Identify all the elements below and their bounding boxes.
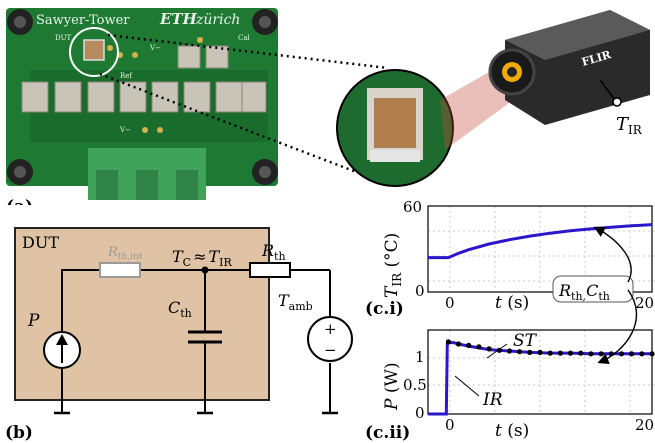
cii-st-points bbox=[445, 339, 655, 357]
panel-ci-label: (c.i) bbox=[365, 299, 404, 316]
ci-tick-x-0: 0 bbox=[445, 294, 455, 312]
tamb-minus: − bbox=[324, 341, 337, 359]
zoom-inset bbox=[336, 69, 454, 187]
panel-a-photo: Sawyer-Tower ETH zürich DUT V− Ref V− Ca… bbox=[6, 8, 650, 205]
cii-xlabel: t (s) bbox=[495, 421, 529, 441]
st-data-point bbox=[649, 351, 655, 357]
cth-label: Cth bbox=[168, 298, 192, 320]
p-label: P bbox=[27, 311, 40, 331]
panel-cii-chart: 1 0.5 0 0 20 t (s) P (W) ST IR (c.ii) bbox=[365, 329, 655, 443]
st-data-point bbox=[629, 351, 635, 357]
st-data-point bbox=[486, 346, 492, 352]
st-data-point bbox=[476, 344, 482, 350]
st-data-point bbox=[557, 350, 563, 356]
st-data-point bbox=[547, 350, 553, 356]
panel-cii-label: (c.ii) bbox=[365, 423, 410, 443]
cii-tick-x-20: 20 bbox=[635, 416, 654, 434]
tamb-label: Tamb bbox=[278, 291, 313, 313]
st-data-point bbox=[537, 349, 543, 355]
silk-dut: DUT bbox=[55, 34, 72, 42]
ci-tick-x-20: 20 bbox=[635, 294, 654, 312]
silk-ref: Ref bbox=[120, 72, 133, 80]
st-data-point bbox=[598, 351, 604, 357]
st-data-point bbox=[527, 349, 533, 355]
ir-label: IR bbox=[482, 390, 503, 410]
st-data-point bbox=[455, 341, 462, 347]
st-data-point bbox=[639, 351, 645, 357]
tc-tir-label: TC≈TIR bbox=[172, 247, 233, 269]
ci-ylabel: TIR (°C) bbox=[382, 233, 404, 298]
st-data-point bbox=[567, 350, 574, 356]
silk-cal: Cal bbox=[238, 34, 251, 42]
rth-int-resistor bbox=[99, 262, 141, 278]
rth-label: Rth bbox=[261, 241, 286, 263]
rth-int-label: Rth,int bbox=[107, 245, 143, 262]
st-data-point bbox=[618, 351, 625, 357]
st-data-point bbox=[517, 349, 523, 355]
st-label: ST bbox=[513, 331, 538, 351]
ci-xlabel: t (s) bbox=[495, 293, 529, 313]
cii-tick-y-0: 0 bbox=[415, 404, 425, 422]
cii-ylabel: P (W) bbox=[382, 362, 402, 411]
st-data-point bbox=[608, 351, 614, 357]
st-data-point bbox=[506, 348, 513, 354]
dut-box bbox=[14, 227, 270, 401]
ci-tick-y-0: 0 bbox=[415, 282, 425, 300]
panel-b-label: (b) bbox=[5, 423, 33, 443]
st-data-point bbox=[588, 351, 594, 357]
panel-b-circuit: DUT Rth,int Rth TC≈TIR Cth P + − Tamb (b… bbox=[5, 227, 353, 443]
cii-grid bbox=[428, 329, 655, 414]
cii-tick-y-05: 0.5 bbox=[403, 376, 427, 394]
board-title: Sawyer-Tower bbox=[36, 13, 130, 28]
mounting-post-icon bbox=[7, 9, 278, 185]
eth-logo-suffix: zürich bbox=[195, 12, 240, 28]
eth-logo: ETH bbox=[159, 10, 198, 28]
panel-a-label: (a) bbox=[6, 197, 33, 205]
st-data-point bbox=[466, 342, 472, 348]
st-data-point bbox=[578, 350, 584, 356]
rth-resistor bbox=[249, 262, 291, 278]
st-data-point bbox=[445, 339, 451, 345]
cii-tick-x-0: 0 bbox=[445, 416, 455, 434]
thermal-camera-icon bbox=[488, 10, 650, 125]
capacitor-row bbox=[21, 81, 267, 113]
tamb-plus: + bbox=[324, 320, 337, 338]
dut-title: DUT bbox=[22, 233, 59, 252]
silk-vminus-bottom: V− bbox=[119, 126, 131, 134]
cii-tick-y-1: 1 bbox=[415, 348, 425, 366]
dut-capacitor bbox=[83, 39, 105, 61]
ci-temperature-line bbox=[428, 223, 653, 260]
silk-vminus-top: V− bbox=[149, 44, 161, 52]
dut-highlight-circle bbox=[69, 27, 119, 77]
camera-t-ir-label: TIR bbox=[616, 114, 643, 137]
tc-node bbox=[201, 266, 209, 274]
panel-ci-chart: 60 0 0 20 t (s) TIR (°C) Rth,Cth (c.i) bbox=[365, 198, 655, 316]
tamb-voltage-source-icon bbox=[307, 316, 353, 362]
ci-tick-y-60: 60 bbox=[403, 198, 422, 216]
